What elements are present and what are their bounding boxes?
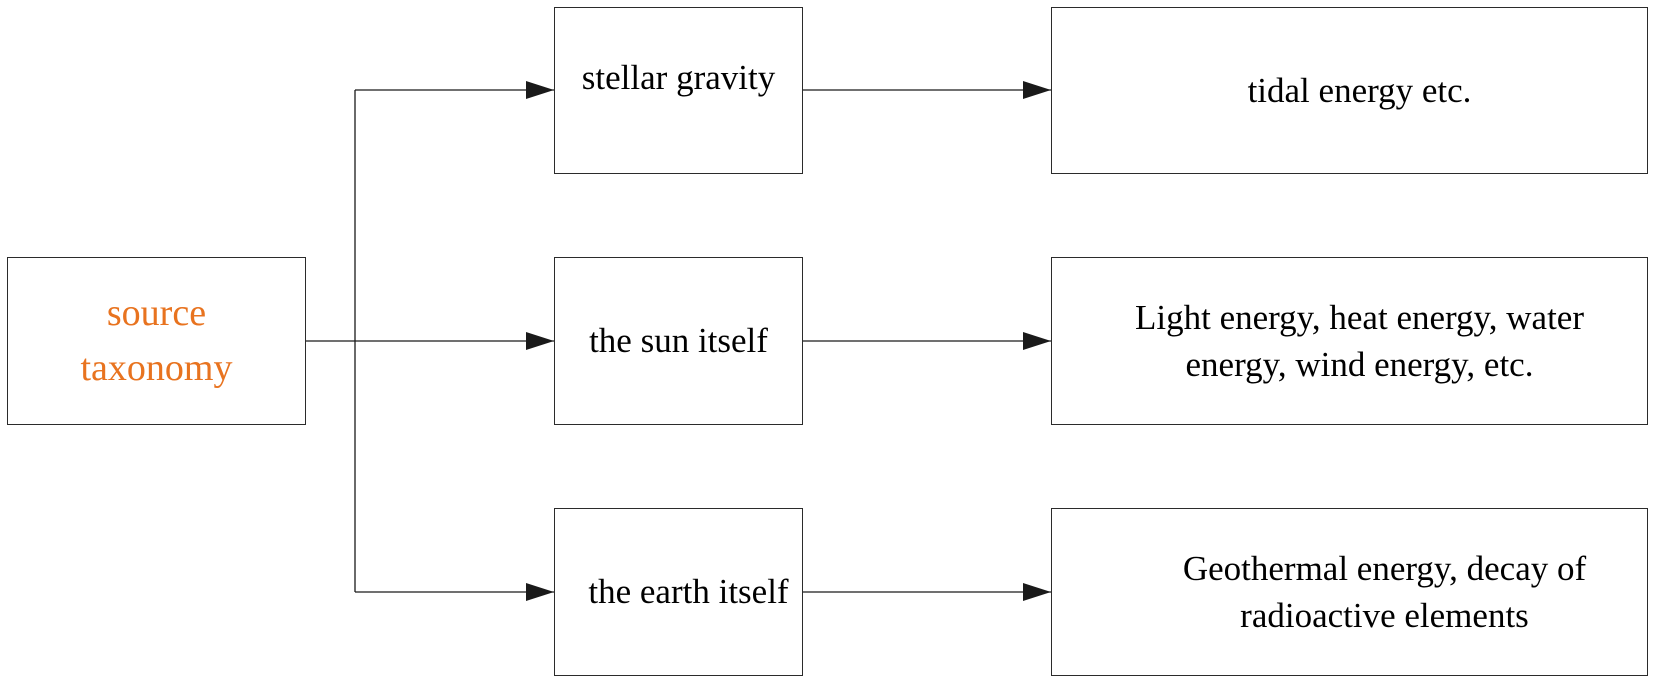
energy-node-line-1: tidal energy etc.	[1247, 70, 1472, 110]
energy-node-line-1: Geothermal energy, decay of	[1182, 548, 1587, 588]
energy-node-label: tidal energy etc.	[1248, 67, 1472, 114]
energy-node-line-2: radioactive elements	[1240, 596, 1529, 635]
energy-node-line-2: energy, wind energy, etc.	[1185, 345, 1534, 384]
root-node-line-1: source	[106, 291, 207, 334]
energy-node-label: Geothermal energy, decay of radioactive …	[1183, 545, 1586, 640]
energy-node-line-1: Light energy, heat energy, water	[1135, 297, 1584, 337]
source-node-sun-itself: the sun itself	[554, 257, 803, 425]
source-node-earth-itself: the earth itself	[554, 508, 803, 676]
source-node-label: the earth itself	[588, 572, 789, 612]
source-node-label: the sun itself	[589, 321, 768, 361]
energy-node-label: Light energy, heat energy, water energy,…	[1135, 294, 1584, 389]
root-node-source-taxonomy: source taxonomy	[7, 257, 306, 425]
root-node-label: source taxonomy	[81, 286, 233, 396]
energy-node-solar-energies: Light energy, heat energy, water energy,…	[1051, 257, 1648, 425]
source-node-stellar-gravity: stellar gravity	[554, 7, 803, 174]
energy-node-tidal: tidal energy etc.	[1051, 7, 1648, 174]
root-node-line-2: taxonomy	[80, 347, 233, 389]
source-node-label: stellar gravity	[581, 58, 776, 97]
energy-node-geothermal: Geothermal energy, decay of radioactive …	[1051, 508, 1648, 676]
